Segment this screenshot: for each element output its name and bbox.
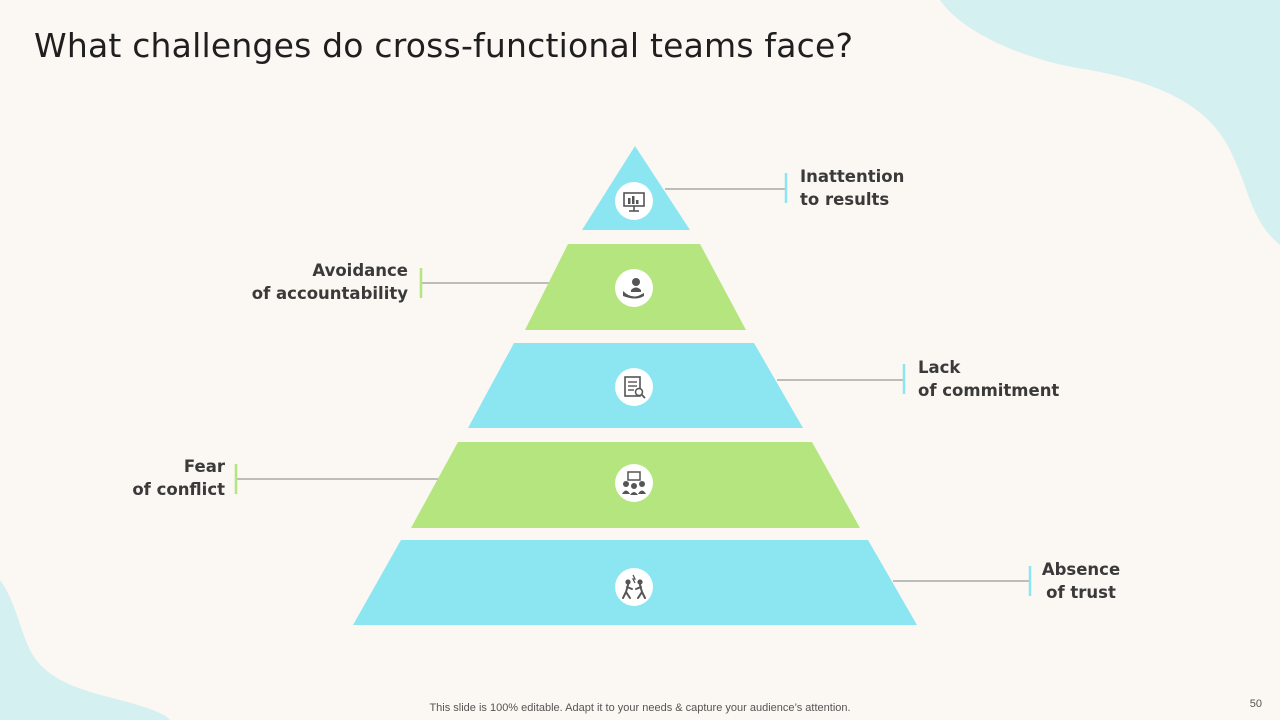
- footer-note: This slide is 100% editable. Adapt it to…: [429, 702, 851, 714]
- slide-title: What challenges do cross-functional team…: [34, 26, 854, 65]
- people-conflict-icon: [615, 568, 653, 606]
- label-line2: of trust: [1046, 583, 1116, 602]
- page-number: 50: [1249, 698, 1262, 710]
- label-line2: of accountability: [251, 284, 408, 303]
- label-lack-of-commitment: Lack of commitment: [918, 356, 1059, 402]
- document-search-icon: [615, 368, 653, 406]
- label-line2: of conflict: [132, 480, 225, 499]
- label-line1: Fear: [183, 457, 225, 476]
- label-line1: Lack: [918, 358, 961, 377]
- hand-holding-person-icon: [615, 269, 653, 307]
- label-line1: Inattention: [800, 167, 905, 186]
- label-avoidance-of-accountability: Avoidance of accountability: [252, 259, 408, 305]
- label-line1: Avoidance: [312, 261, 408, 280]
- label-absence-of-trust: Absence of trust: [1040, 558, 1122, 604]
- label-line2: to results: [800, 190, 890, 209]
- label-line2: of commitment: [918, 381, 1060, 400]
- label-line1: Absence: [1041, 560, 1121, 579]
- bottom-left-blob: [0, 580, 170, 720]
- connectors: [236, 188, 1030, 582]
- top-right-blob: [940, 0, 1280, 245]
- label-inattention-to-results: Inattention to results: [800, 165, 904, 211]
- presentation-chart-icon: [615, 182, 653, 220]
- team-meeting-icon: [615, 464, 653, 502]
- label-fear-of-conflict: Fear of conflict: [132, 455, 225, 501]
